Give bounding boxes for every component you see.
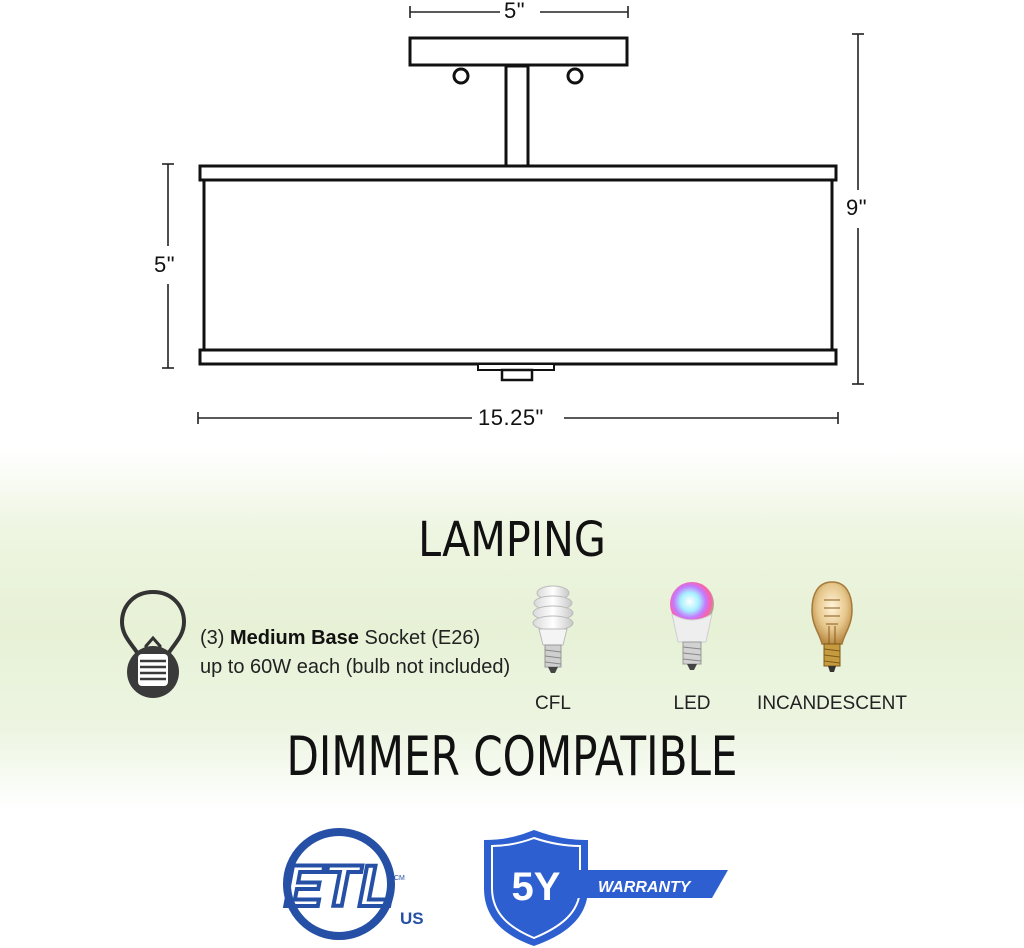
bottom-finial (500, 368, 534, 382)
shade-bottom-band (198, 348, 838, 366)
fixture-drawing (162, 6, 864, 424)
etl-mark-text: ETL (284, 854, 394, 919)
cfl-bulb-icon (532, 585, 574, 673)
bulb-label-cfl: CFL (535, 693, 571, 714)
canopy-screw-right (566, 67, 584, 85)
canopy-screw-left (452, 67, 470, 85)
shade-body (202, 178, 834, 352)
lamping-background-band (0, 450, 1024, 810)
fixture-stem (504, 64, 530, 168)
etl-certification-logo: ETL CM US (282, 828, 424, 940)
socket-line-1: (3) Medium Base Socket (E26) (200, 627, 481, 649)
socket-line-2: up to 60W each (bulb not included) (200, 656, 511, 678)
shade-width-dimension-line (197, 412, 839, 424)
bulb-label-incandescent: INCANDESCENT (757, 693, 907, 714)
incandescent-bulb-icon (811, 581, 853, 672)
socket-description: (3) Medium Base Socket (E26) up to 60W e… (200, 624, 510, 682)
lamping-title: LAMPING (418, 512, 606, 568)
warranty-badge: 5Y WARRANTY (484, 830, 728, 946)
shade-height-label: 5" (154, 252, 176, 277)
shade-height-dimension-line (162, 163, 174, 369)
dimmer-compatible-title: DIMMER COMPATIBLE (286, 725, 738, 788)
canopy-width-dimension-line (409, 6, 629, 18)
total-height-dimension-line (852, 33, 864, 385)
bulb-label-led: LED (673, 693, 711, 714)
total-height-label: 9" (846, 195, 868, 220)
led-bulb-icon (670, 582, 714, 670)
shade-width-label: 15.25" (478, 405, 544, 430)
warranty-label: WARRANTY (598, 879, 692, 896)
etl-country-label: US (400, 909, 424, 928)
light-bulb-icon (119, 589, 187, 698)
shade-top-band (198, 164, 838, 182)
warranty-years: 5Y (512, 865, 561, 909)
canopy-width-label: 5" (504, 0, 526, 23)
canopy-plate (408, 36, 629, 67)
warranty-shield-icon (484, 830, 588, 946)
socket-type: Medium Base (230, 627, 359, 649)
svg-text:CM: CM (394, 875, 405, 882)
